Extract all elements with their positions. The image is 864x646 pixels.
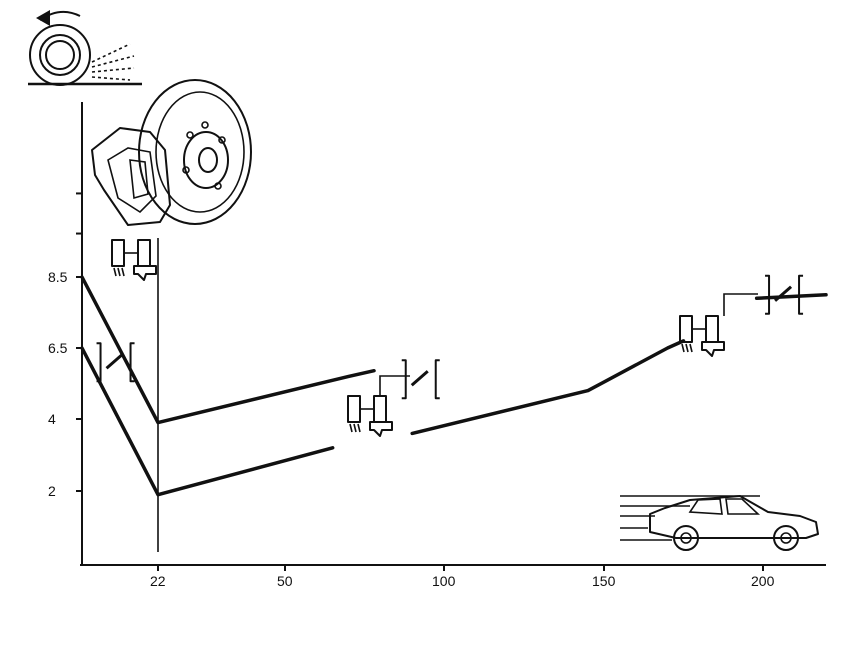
break-bracket-left: [765, 274, 771, 315]
y-tick-label: 6.5: [48, 340, 68, 356]
break-slash: [774, 285, 793, 302]
series-group: [80, 275, 828, 497]
break-bracket-right: [798, 274, 804, 315]
series-line-2: [410, 339, 686, 436]
series-line-3: [754, 293, 828, 301]
break-bracket-right: [129, 342, 135, 383]
x-ticks: 22 50 100 150 200: [150, 565, 775, 589]
y-tick-label: 2: [48, 483, 56, 499]
break-slash: [410, 370, 429, 387]
brake-disc-caliper-icon: [91, 79, 252, 226]
breaks-group: [96, 274, 804, 400]
y-tick-label: 8.5: [48, 269, 68, 285]
x-tick-label: 22: [150, 573, 166, 589]
series-line-0: [80, 275, 376, 425]
break-bracket-left: [96, 342, 102, 383]
x-tick-label: 100: [432, 573, 456, 589]
y-ticks: 2 4 6.5 8.5: [48, 192, 82, 499]
y-tick-label: 4: [48, 411, 56, 427]
series-line-1: [80, 346, 335, 497]
brake-pad-sensor-icon: [347, 375, 410, 437]
car-icon: [620, 495, 819, 551]
break-bracket-left: [401, 359, 407, 400]
break-bracket-right: [434, 359, 440, 400]
x-tick-label: 200: [751, 573, 775, 589]
x-tick-label: 50: [277, 573, 293, 589]
brake-pad-sensor-icon: [111, 239, 157, 281]
rotating-wheel-icon: [28, 10, 142, 86]
break-slash: [105, 353, 124, 370]
brake-pad-sensor-icon: [679, 293, 758, 357]
x-tick-label: 150: [592, 573, 616, 589]
